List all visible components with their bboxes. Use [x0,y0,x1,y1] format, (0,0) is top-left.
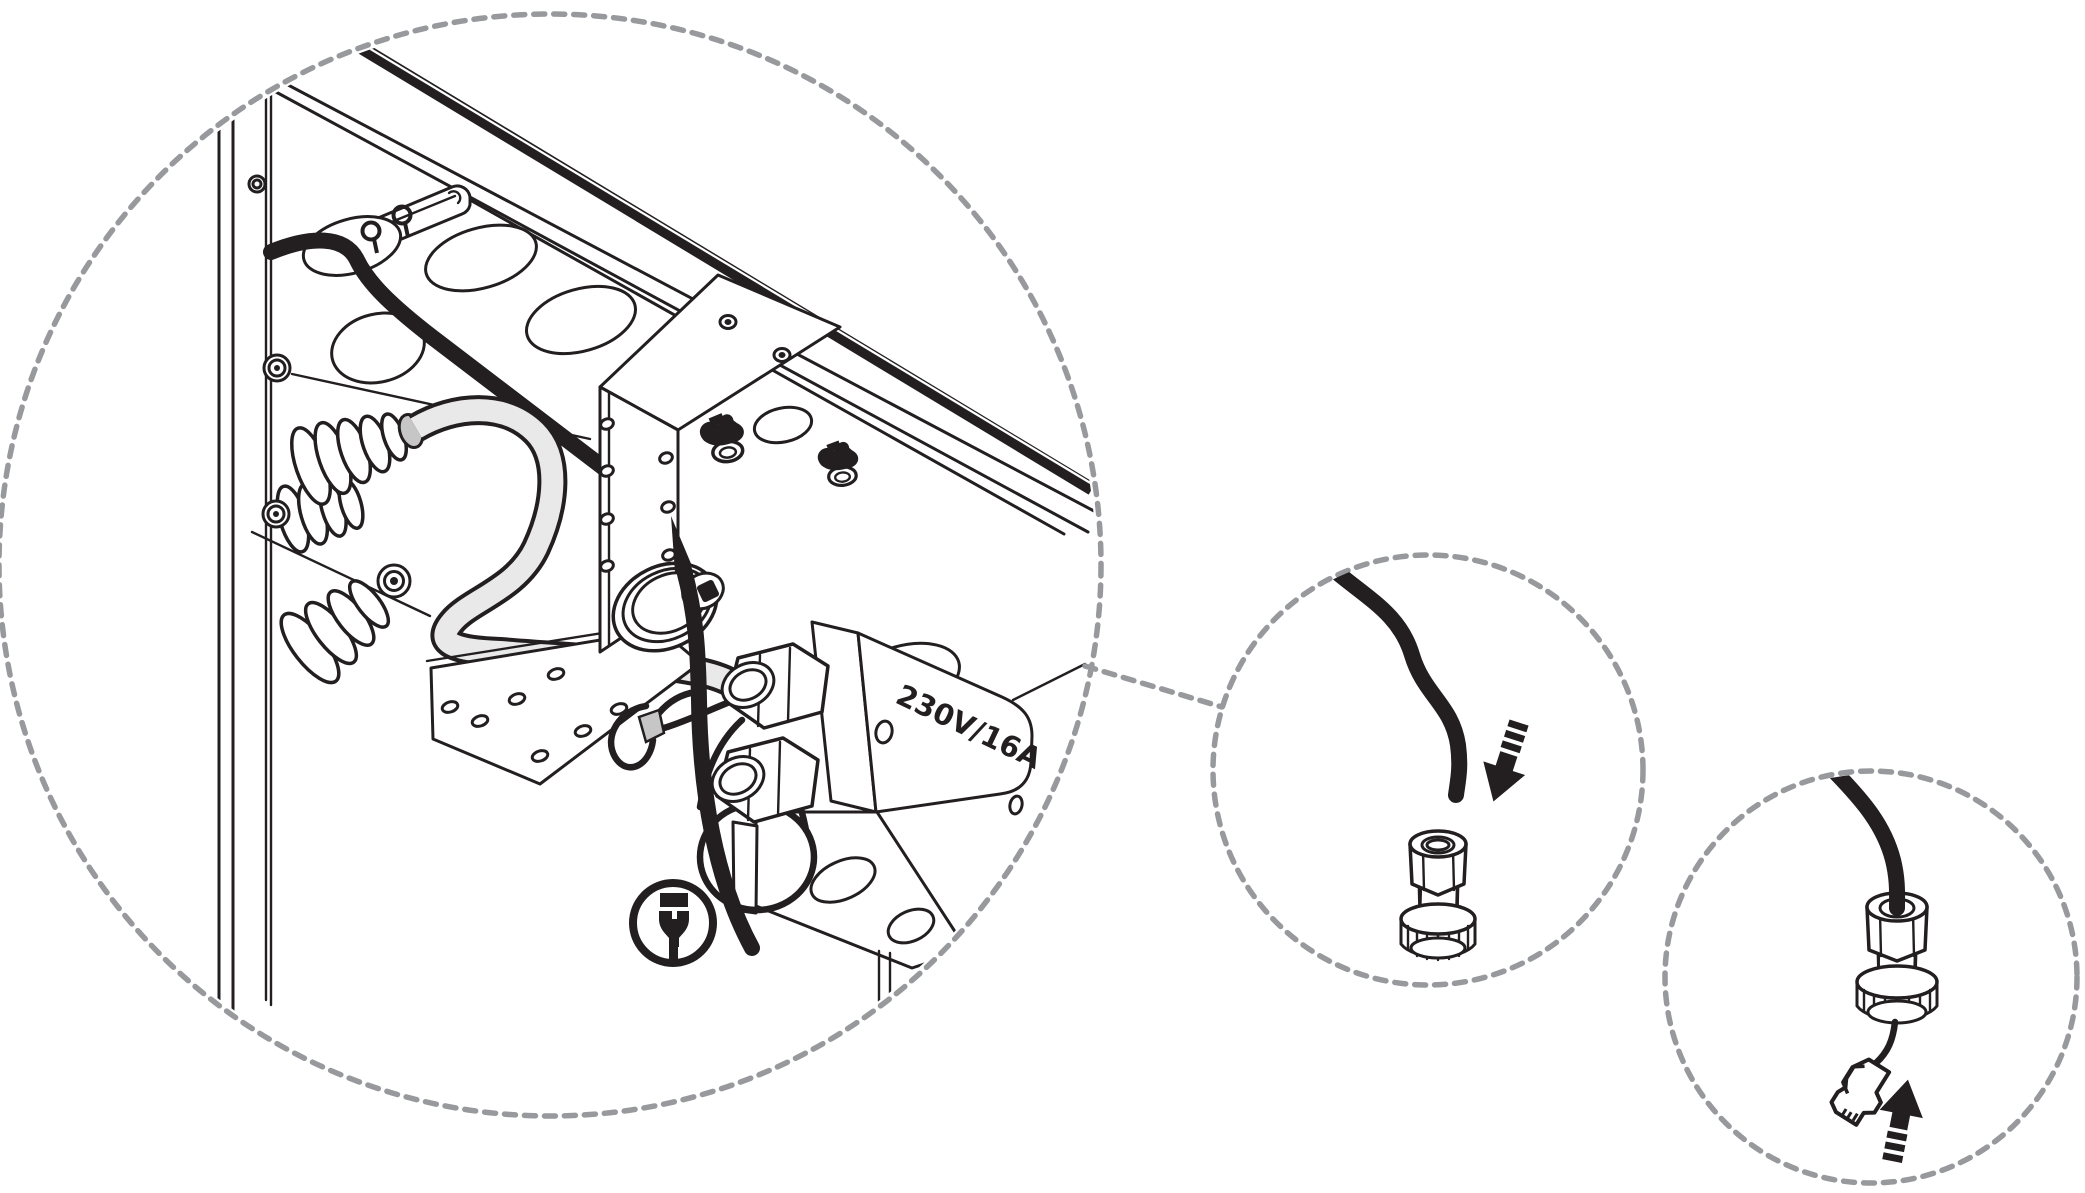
plate-screw-holes [440,667,629,763]
power-cable-lower-run [676,562,760,956]
rj45-connector [1829,1057,1892,1127]
cable-wedge [671,516,692,573]
knockout-hole [752,405,814,445]
cable-end [1326,562,1468,803]
conduit-cone [262,353,425,506]
panel-screws [247,174,792,363]
power-cable-upper-run [263,232,676,525]
cable-tail [1872,1018,1899,1067]
cabinet-wall-edge [217,36,273,1067]
knockout-holes [301,215,961,715]
main-dashed-boundary [0,11,1104,1119]
gland-dashed-boundary [1210,552,1646,988]
callout-pointer-line [1011,662,1087,702]
hex-cable-gland [710,736,820,824]
wing-nut [695,408,750,467]
gland-cluster [607,642,830,915]
knockout-hole [424,223,538,293]
main-detail-circle: 230V/16A [0,11,1104,1119]
wire-ferrule [637,708,666,744]
plug-icon [629,879,717,967]
conduit-cone [279,563,412,685]
conduit-cone [261,478,365,554]
cable-through-gland [1828,774,1906,916]
knockout-hole [524,284,638,356]
gland-detail-circle [1210,552,1646,988]
cable-gland-part [1399,829,1477,962]
connector-dashed-boundary [1662,768,2080,1186]
cable-gland-part [1855,891,1939,1025]
corrugated-conduits [261,353,425,685]
gland-square-port [696,579,720,603]
wing-nut [814,437,863,489]
cable-hooks [360,204,413,254]
insert-direction-arrow-down [1472,715,1540,809]
connector-detail-circle [1662,768,2080,1186]
panel-edge-line [250,530,432,618]
power-supply-box: 230V/16A [754,620,1047,1004]
hex-cable-gland [720,642,830,730]
callout-leader-line [1082,663,1225,710]
